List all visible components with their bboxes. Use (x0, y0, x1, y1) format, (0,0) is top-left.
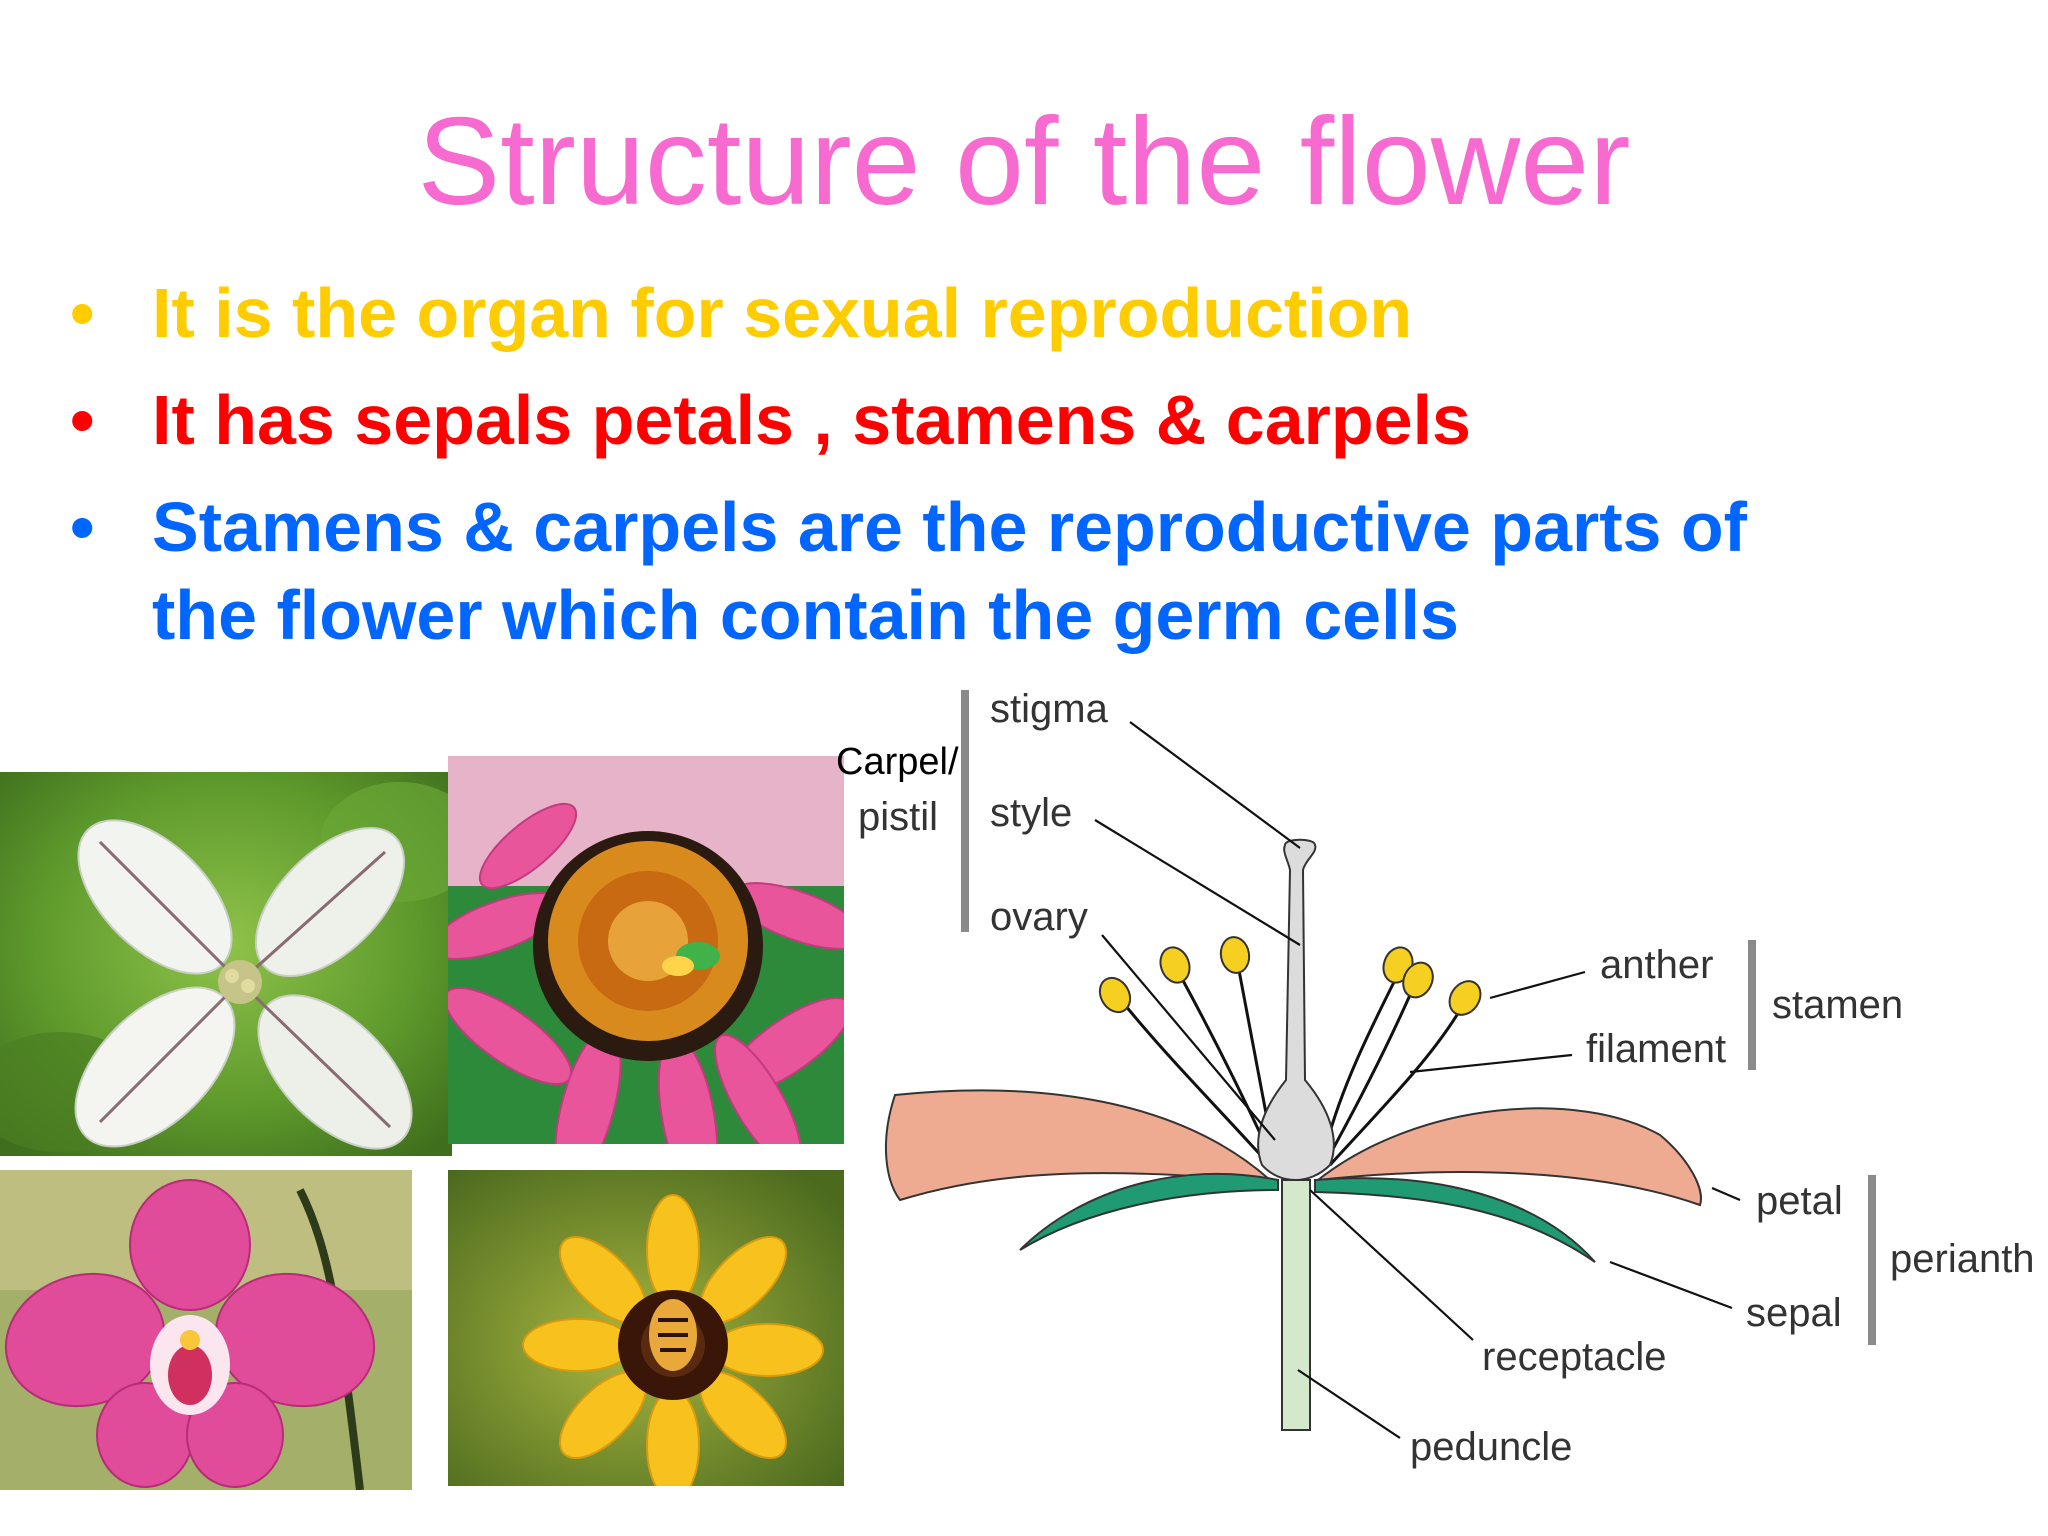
perianth-label: perianth (1890, 1237, 2035, 1281)
style-label: style (990, 791, 1072, 835)
receptacle-label: receptacle (1482, 1335, 1667, 1379)
stigma-label: stigma (990, 687, 1109, 731)
anther-label: anther (1600, 943, 1713, 987)
filament-leader (1409, 1053, 1573, 1074)
bullet-text: Stamens & carpels are the reproductive p… (152, 488, 1747, 566)
photo-yellow-flower (448, 1170, 844, 1486)
bullet-marker: • (70, 274, 95, 352)
ovary-label: ovary (990, 895, 1088, 939)
peduncle-label: peduncle (1410, 1425, 1572, 1469)
stamen-label: stamen (1772, 983, 1903, 1027)
sepal-right (1314, 1177, 1596, 1263)
photo-white-flower (0, 772, 452, 1156)
peduncle-stalk (1281, 1179, 1311, 1431)
bullet-text: It has sepals petals , stamens & carpels (152, 381, 1471, 459)
bullet-text-continued: the flower which contain the germ cells (152, 576, 1459, 654)
anther-leader (1489, 970, 1586, 1000)
slide-title: Structure of the flower (417, 93, 1631, 231)
anthers (1098, 936, 1482, 1016)
petal-right (1314, 1107, 1702, 1207)
stamen-filaments (1123, 964, 1462, 1167)
pistil (1257, 838, 1335, 1181)
bullet-marker: • (70, 488, 95, 566)
petal-left (885, 1089, 1273, 1202)
style-leader (1094, 819, 1301, 946)
peduncle-leader (1297, 1369, 1401, 1439)
ovary-leader (1101, 934, 1276, 1141)
stigma-leader (1129, 721, 1301, 849)
receptacle-leader (1309, 1189, 1474, 1341)
bullet-list: • It is the organ for sexual reproductio… (0, 0, 2048, 700)
pistil-label: pistil (858, 795, 938, 839)
bullet-text: It is the organ for sexual reproduction (152, 274, 1413, 352)
carpel-label: Carpel/ (836, 741, 959, 783)
sepal-leader (1609, 1260, 1733, 1310)
sepal-label: sepal (1746, 1291, 1842, 1335)
petal-leader (1711, 1186, 1741, 1202)
petal-label: petal (1756, 1179, 1843, 1223)
sepal-left (1019, 1172, 1279, 1251)
bullet-marker: • (70, 381, 95, 459)
filament-label: filament (1586, 1027, 1726, 1071)
photo-orchid (0, 1170, 412, 1490)
photo-coneflower (448, 756, 844, 1144)
